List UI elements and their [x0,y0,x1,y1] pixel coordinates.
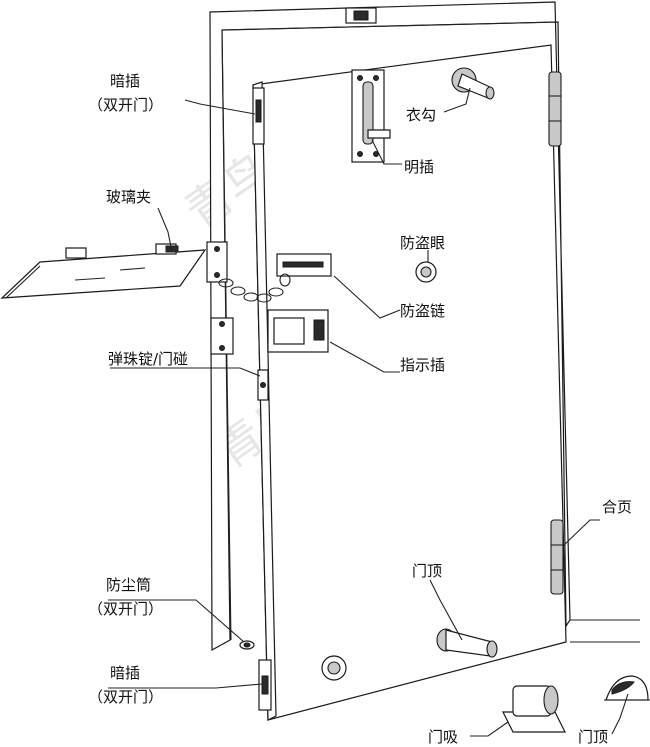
door-stopper [436,628,498,658]
frame-top-latch-core [353,10,369,21]
leader-hinge [563,519,600,546]
glass-reflection-1 [119,267,146,271]
leader-glass-clip [157,207,173,253]
leader-coat-hook [443,87,471,113]
peephole [415,261,437,283]
strike-screw-1 [219,321,225,327]
hidden-bolt-bottom [258,659,272,711]
surface-bolt-screw-1 [357,75,363,81]
surface-bolt [351,69,391,163]
label-glass-clip: 玻璃夹 [106,188,151,206]
chain-track-slot [282,261,324,268]
label-floor-stop: 门顶 [578,728,608,746]
labels: 暗插 （双开门） 玻璃夹 弹珠锭/门碰 防尘筒 （双开门） 暗插 （双开门） 衣… [88,72,632,746]
leader-indicator-bolt [329,341,400,373]
door-stopper-tip [486,640,498,658]
label-dust-tube-note: （双开门） [88,600,163,618]
surface-bolt-screw-3 [357,151,363,157]
leader-lines [108,87,629,737]
chain-link-6 [279,273,291,287]
security-chain [206,241,332,303]
leader-hidden-bolt-top [184,99,256,115]
label-indicator-bolt: 指示插 [400,356,445,374]
label-door-catch: 门吸 [428,728,458,746]
leader-hidden-bolt-bottom [108,683,263,689]
label-hidden-bolt-top: 暗插 [110,72,140,90]
dust-tube-hole [243,642,251,648]
coat-hook-tip [485,86,495,100]
label-coat-hook: 衣勾 [406,106,436,124]
label-hidden-bolt-bottom: 暗插 [110,664,140,682]
hidden-bolt-top-slot [255,99,262,123]
glass-panel-thickness [5,265,41,299]
label-peephole: 防盗眼 [400,234,445,252]
chain-link-5 [268,287,284,297]
chain-link-4 [256,293,272,303]
frame-inner-top [221,21,559,31]
door-edge [252,81,277,721]
leader-door-stopper [429,579,463,641]
glass-reflection-2 [74,277,106,281]
leader-floor-stop [611,693,629,735]
glass-clip-1 [65,247,87,259]
door-catch [502,685,566,733]
floor-stop [604,675,650,701]
leader-dust-tube [108,599,245,643]
label-dust-tube: 防尘筒 [106,576,151,594]
hinge-bottom [550,519,564,595]
dust-tube [239,640,255,650]
chain-plate-screw-1 [214,246,220,252]
label-hinge: 合页 [602,498,632,516]
hinge-top-barrel [548,71,562,147]
hinge-top [548,71,562,147]
indicator-bolt-thumb [313,319,325,341]
leader-security-chain [333,275,401,319]
leader-spring-ball-lock [110,367,261,377]
spring-ball [260,382,266,388]
chain-frame-plate [206,241,228,283]
coat-hook [451,67,495,100]
bottom-knob-core [327,661,341,675]
indicator-bolt-window [273,317,305,345]
spring-ball-lock [257,369,269,401]
chain-link-2 [230,286,246,296]
door-frame [209,1,571,652]
door-catch-magnet [543,685,559,715]
hinge-bottom-barrel [550,519,564,595]
peephole-lens [420,266,432,278]
label-surface-bolt: 明插 [404,158,434,176]
hidden-bolt-bottom-slot [261,675,269,695]
label-hidden-bolt-bottom-note: （双开门） [88,688,163,706]
door-face [252,44,567,721]
surface-bolt-knob [367,129,391,139]
label-hidden-bolt-top-note: （双开门） [88,96,163,114]
glass-clip [0,243,207,299]
label-security-chain: 防盗链 [400,302,445,320]
strike-screw-2 [219,345,225,351]
chain-link-1 [218,278,234,288]
leader-door-catch [470,721,509,737]
label-door-stopper: 门顶 [412,562,442,580]
label-spring-ball-lock: 弹珠锭/门碰 [108,350,188,368]
indicator-bolt [267,309,329,353]
floor-stop-cap [611,681,635,695]
frame-strike [210,317,234,355]
glass-panel-edge [1,261,41,299]
surface-bolt-screw-2 [373,75,379,81]
door-leaf [252,44,640,721]
door-bottom-knob [321,655,347,681]
surface-bolt-rod [362,81,374,145]
hidden-bolt-top [252,87,265,145]
glass-panel [0,249,207,299]
chain-plate-screw-2 [214,272,220,278]
leader-surface-bolt [371,139,402,165]
chain-link-3 [243,292,259,302]
